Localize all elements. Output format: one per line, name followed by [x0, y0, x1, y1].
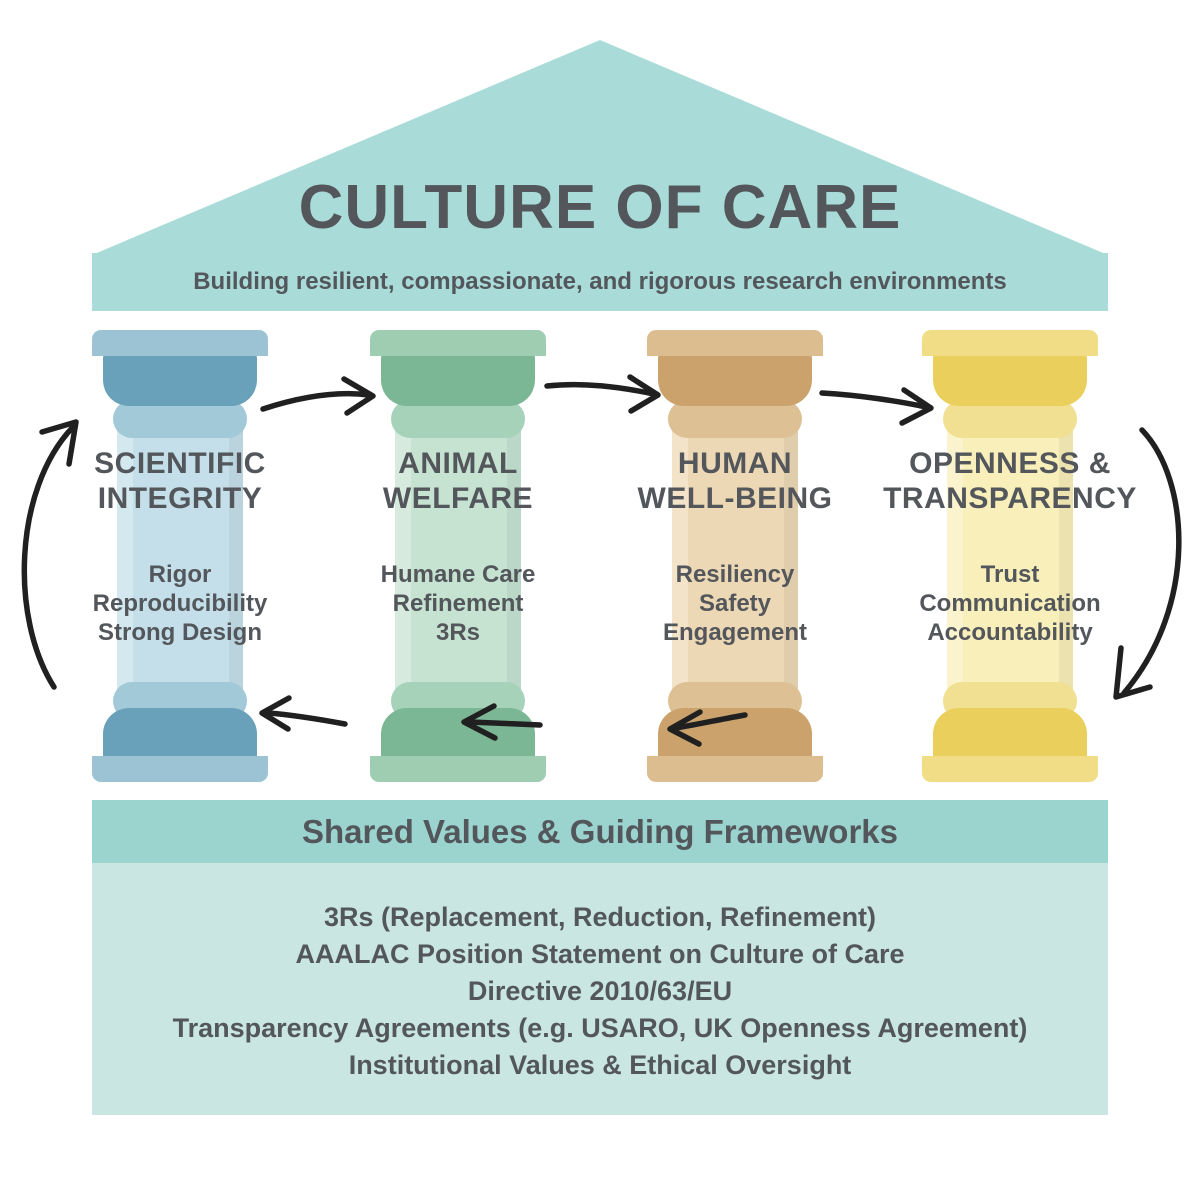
framework-item: AAALAC Position Statement on Culture of …	[295, 939, 905, 969]
arrow-animal-to-human-icon	[544, 374, 661, 414]
arrow-human-to-openness-icon	[819, 387, 934, 426]
pillar-title: ANIMAL WELFARE	[382, 447, 534, 515]
shared-values-header: Shared Values & Guiding Frameworks	[92, 800, 1108, 863]
pillar-echinus-top	[103, 354, 257, 406]
pillar-abacus-top	[92, 330, 268, 356]
framework-item: 3Rs (Replacement, Reduction, Refinement)	[323, 902, 877, 932]
pillar-echinus-top	[381, 354, 535, 406]
pillar-shaft	[947, 420, 1073, 692]
pillar-item: Communication	[919, 590, 1101, 617]
pillar-human-well-being: HUMAN WELL-BEING Resiliency Safety Engag…	[638, 330, 832, 782]
pillar-capital-top	[943, 400, 1077, 438]
pillar-capital-top	[391, 400, 525, 438]
pillar-title: HUMAN WELL-BEING	[637, 447, 833, 515]
pillar-item: Engagement	[662, 619, 808, 646]
pillar-scientific-integrity: SCIENTIFIC INTEGRITY Rigor Reproducibili…	[92, 330, 268, 782]
pediment-band	[92, 253, 1108, 311]
pillar-item: Safety	[698, 590, 772, 617]
pillar-text-block: HUMAN WELL-BEING Resiliency Safety Engag…	[585, 446, 885, 647]
arrow-scientific-to-animal-icon	[260, 376, 376, 416]
framework-item: Transparency Agreements (e.g. USARO, UK …	[172, 1013, 1028, 1043]
pillar-plinth	[92, 756, 268, 782]
pillar-echinus-bottom	[381, 708, 535, 760]
pillar-plinth	[922, 756, 1098, 782]
pillar-capital-top	[113, 400, 247, 438]
pillar-title: OPENNESS & TRANSPARENCY	[883, 447, 1137, 515]
pillar-item: Accountability	[927, 619, 1093, 646]
pillar-echinus-bottom	[658, 708, 812, 760]
pillar-item: Rigor	[148, 561, 212, 588]
pillar-shaft	[395, 420, 521, 692]
pillar-plinth	[647, 756, 823, 782]
pillar-echinus-bottom	[933, 708, 1087, 760]
arrow-animal-to-scientific-icon	[259, 695, 348, 732]
pillar-plinth	[370, 756, 546, 782]
pillar-text-block: ANIMAL WELFARE Humane Care Refinement 3R…	[308, 446, 608, 647]
pillar-animal-welfare: ANIMAL WELFARE Humane Care Refinement 3R…	[370, 330, 546, 782]
pillar-text-block: OPENNESS & TRANSPARENCY Trust Communicat…	[860, 446, 1160, 647]
framework-item: Institutional Values & Ethical Oversight	[348, 1050, 852, 1080]
pillar-abacus-top	[370, 330, 546, 356]
pillar-item: Refinement	[392, 590, 524, 617]
pillar-item: Strong Design	[97, 619, 262, 646]
pillar-item: Trust	[980, 561, 1040, 588]
pillar-echinus-top	[658, 354, 812, 406]
pillar-item: Resiliency	[675, 561, 795, 588]
pillar-openness-transparency: OPENNESS & TRANSPARENCY Trust Communicat…	[883, 330, 1136, 782]
pillar-item: 3Rs	[435, 619, 481, 646]
pillar-echinus-top	[933, 354, 1087, 406]
pillar-text-block: SCIENTIFIC INTEGRITY Rigor Reproducibili…	[30, 446, 330, 647]
page-subtitle: Building resilient, compassionate, and r…	[193, 268, 1007, 295]
page-title: CULTURE OF CARE	[298, 173, 902, 242]
pillar-capital-top	[668, 400, 802, 438]
pillar-item: Reproducibility	[92, 590, 268, 617]
framework-item: Directive 2010/63/EU	[467, 976, 733, 1006]
pillar-title: SCIENTIFIC INTEGRITY	[94, 447, 266, 515]
frameworks-panel: 3Rs (Replacement, Reduction, Refinement)…	[92, 863, 1108, 1115]
pillar-abacus-top	[647, 330, 823, 356]
pillar-shaft	[672, 420, 798, 692]
pillar-shaft	[117, 420, 243, 692]
pillar-item: Humane Care	[380, 561, 536, 588]
pillar-echinus-bottom	[103, 708, 257, 760]
pillar-abacus-top	[922, 330, 1098, 356]
